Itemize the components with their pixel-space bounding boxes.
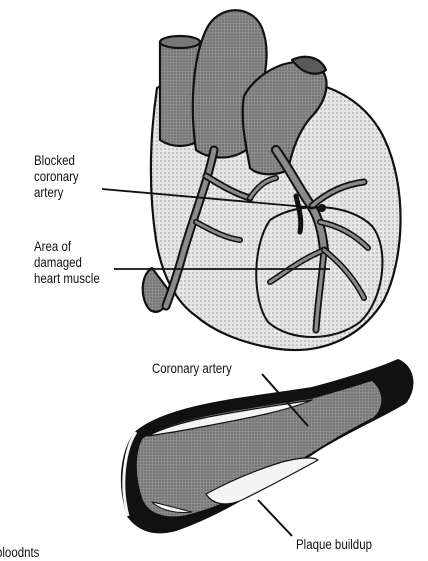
- label-blocked-line-1: Blocked: [34, 152, 79, 168]
- blockage-point: [318, 204, 326, 212]
- label-blocked-line-2: coronary: [34, 168, 79, 184]
- label-damaged-line-1: Area of: [34, 238, 100, 254]
- label-blocked-line-3: artery: [34, 184, 79, 200]
- label-damaged-line-2: damaged: [34, 254, 100, 270]
- heart: [143, 10, 401, 350]
- label-damaged-heart-muscle: Area of damaged heart muscle: [34, 238, 100, 286]
- artery-cross-section: [122, 360, 413, 532]
- plaque-buildup-leader: [258, 500, 292, 536]
- label-blocked-coronary-artery: Blocked coronary artery: [34, 152, 79, 200]
- label-plaque-buildup: Plaque buildup: [296, 536, 372, 552]
- label-cut-off-text: bloodnts: [0, 544, 39, 560]
- label-damaged-line-3: heart muscle: [34, 270, 100, 286]
- label-coronary-artery: Coronary artery: [152, 360, 232, 376]
